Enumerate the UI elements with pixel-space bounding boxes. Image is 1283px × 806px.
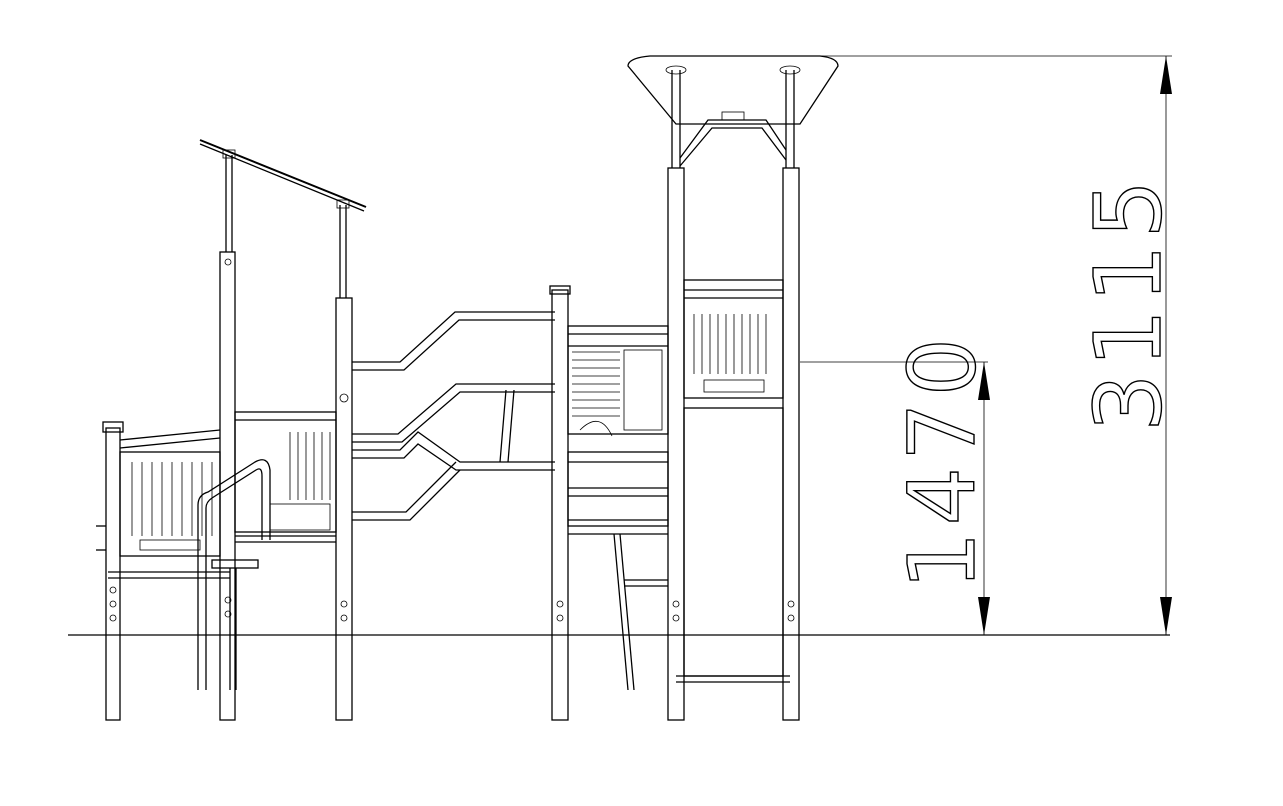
left-roof <box>199 139 367 298</box>
tower-window-bars <box>693 314 767 374</box>
deck-panel-bars <box>289 432 331 500</box>
dimension-platform-height: 1470 <box>800 331 997 635</box>
right-tower <box>549 55 839 721</box>
dimension-overall-height: 3115 <box>660 55 1183 635</box>
ladder <box>613 533 668 691</box>
left-panel-bars <box>131 462 213 536</box>
platform-height-label: 1470 <box>889 332 996 590</box>
left-tower <box>96 139 367 721</box>
slide <box>676 407 790 683</box>
bridge-tubes <box>352 311 555 521</box>
right-panel-bars <box>572 351 620 417</box>
tower-canopy <box>627 55 839 168</box>
overall-height-label: 3115 <box>1075 174 1182 432</box>
step-handrail <box>197 459 271 690</box>
